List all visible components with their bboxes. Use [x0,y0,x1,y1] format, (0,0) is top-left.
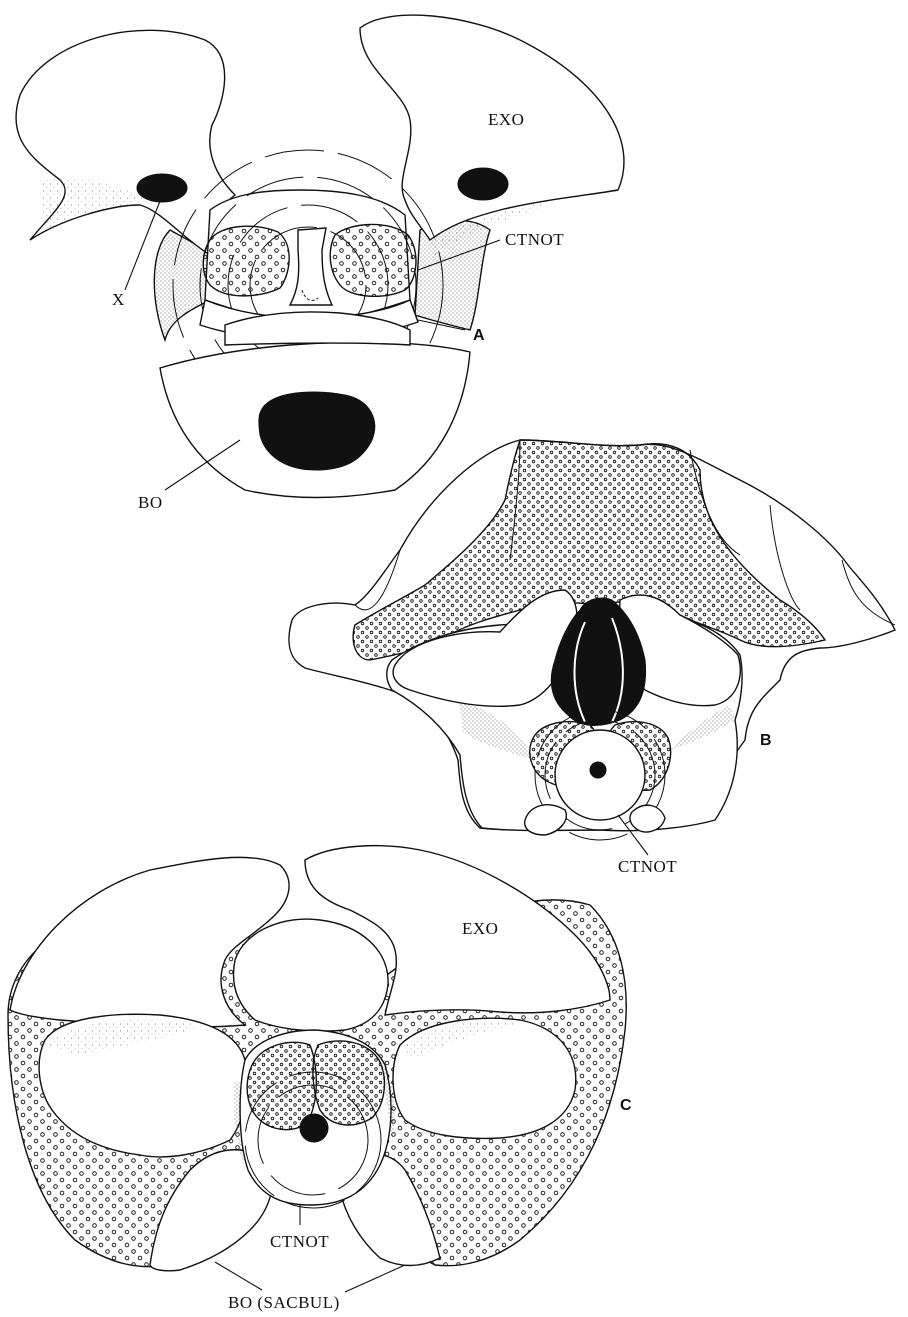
fig-a-label-ctnot: CTNOT [505,230,564,249]
figure-c: EXO C CTNOT BO (SACBUL) [8,846,632,1312]
fig-a-panel-label: A [473,327,485,344]
figure-a: EXO X CTNOT A BO [16,15,624,512]
fig-c-keyhole [234,919,389,1031]
fig-b-label-ctnot: CTNOT [618,857,677,876]
figure-b: B CTNOT [289,440,895,876]
fig-c-label-exo: EXO [462,919,498,938]
fig-a-label-bo: BO [138,493,163,512]
fig-b-notochord [590,762,606,778]
fig-b-panel-label: B [760,732,772,749]
fig-c-panel-label: C [620,1097,632,1114]
fig-a-right-foramen [458,168,508,200]
fig-c-label-bo-sacbul: BO (SACBUL) [228,1293,340,1312]
fig-a-left-foramen [137,174,187,202]
fig-a-bo-foramen [259,392,375,470]
fig-a-left-condyle [203,226,289,296]
fig-a-label-exo: EXO [488,110,524,129]
fig-a-right-condyle [330,224,416,296]
fig-c-notochord [300,1114,328,1142]
fig-c-label-ctnot: CTNOT [270,1232,329,1251]
fig-c-right-condyle [313,1041,385,1125]
fig-a-label-x: X [112,290,125,309]
